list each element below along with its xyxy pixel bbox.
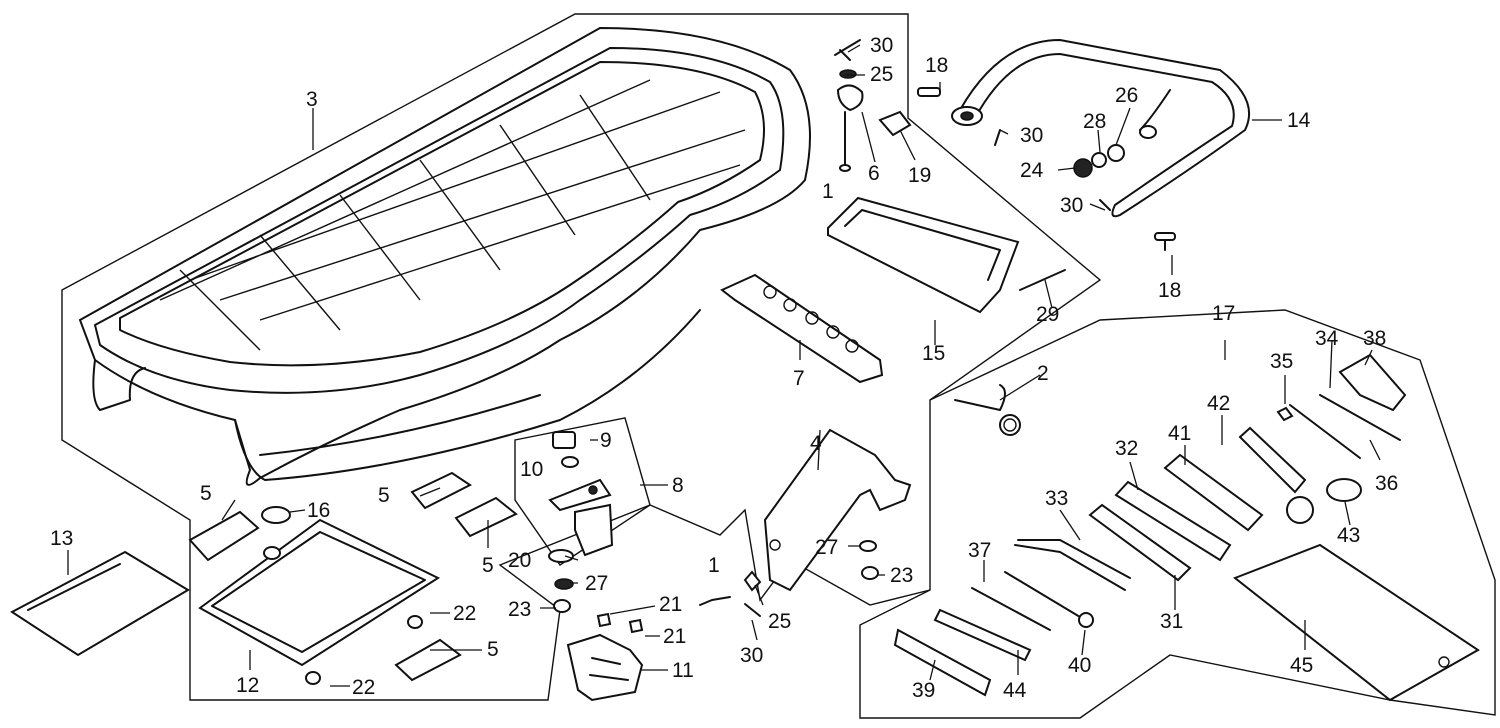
label-41: 41 <box>1168 422 1191 445</box>
plate-part <box>198 506 441 685</box>
leader-lines <box>67 44 1381 687</box>
label-15: 15 <box>922 342 945 365</box>
label-32: 32 <box>1115 437 1138 460</box>
label-25b: 25 <box>768 610 791 633</box>
label-24: 24 <box>1020 159 1044 182</box>
spring-part <box>954 384 1021 436</box>
label-9: 9 <box>600 429 612 452</box>
label-5d: 5 <box>487 638 499 661</box>
label-18a: 18 <box>925 54 948 77</box>
label-28: 28 <box>1083 110 1106 133</box>
hinge-hardware-part <box>834 39 912 172</box>
label-43: 43 <box>1337 524 1360 547</box>
catch-part <box>566 596 731 702</box>
label-19: 19 <box>908 164 931 187</box>
label-10: 10 <box>520 458 543 481</box>
label-30a: 30 <box>870 34 893 57</box>
lock-assembly-part <box>514 417 651 566</box>
part-labels: 1 1 2 3 4 5 5 5 5 6 7 8 9 10 11 12 13 14… <box>50 34 1398 702</box>
label-1b: 1 <box>708 554 720 577</box>
label-6: 6 <box>868 162 880 185</box>
label-40: 40 <box>1068 654 1091 677</box>
group-boundary <box>61 13 1102 701</box>
toolkit-boundary <box>859 309 1496 719</box>
hardware-rail-part <box>917 87 1176 251</box>
label-20: 20 <box>508 549 531 572</box>
label-21a: 21 <box>659 593 682 616</box>
label-22b: 22 <box>352 676 375 699</box>
label-44: 44 <box>1003 679 1027 702</box>
label-14: 14 <box>1287 109 1311 132</box>
tray-part <box>827 196 1066 314</box>
label-23b: 23 <box>890 564 913 587</box>
label-30b: 30 <box>1020 124 1043 147</box>
label-27b: 27 <box>815 536 838 559</box>
label-22a: 22 <box>453 602 476 625</box>
seat-part <box>78 26 811 486</box>
label-1a: 1 <box>822 180 834 203</box>
manual-part <box>10 550 190 657</box>
label-30d: 30 <box>740 644 763 667</box>
label-2: 2 <box>1037 362 1049 385</box>
label-26: 26 <box>1115 84 1138 107</box>
tools-part <box>893 353 1480 702</box>
label-11: 11 <box>672 659 694 682</box>
label-36: 36 <box>1375 472 1398 495</box>
label-5a: 5 <box>200 482 212 505</box>
label-23a: 23 <box>508 598 531 621</box>
label-7: 7 <box>793 367 805 390</box>
label-38: 38 <box>1363 327 1386 350</box>
label-35: 35 <box>1270 350 1293 373</box>
bracket-part <box>720 273 884 384</box>
label-5b: 5 <box>378 484 390 507</box>
label-27a: 27 <box>585 572 608 595</box>
label-31: 31 <box>1160 610 1183 633</box>
label-25a: 25 <box>870 63 893 86</box>
label-21b: 21 <box>663 625 686 648</box>
label-29: 29 <box>1036 303 1059 326</box>
label-33: 33 <box>1045 487 1068 510</box>
label-45: 45 <box>1290 654 1313 677</box>
label-8: 8 <box>672 474 684 497</box>
grab-rail-part <box>951 39 1250 218</box>
rubber-blocks-part <box>188 471 518 682</box>
label-3: 3 <box>306 88 318 111</box>
label-30c: 30 <box>1060 194 1083 217</box>
label-16: 16 <box>307 499 330 522</box>
label-34: 34 <box>1315 327 1339 350</box>
label-37: 37 <box>968 539 991 562</box>
washers-part <box>548 540 879 617</box>
label-5c: 5 <box>482 554 494 577</box>
label-39: 39 <box>912 679 935 702</box>
label-13: 13 <box>50 527 73 550</box>
label-42: 42 <box>1207 392 1230 415</box>
label-17: 17 <box>1212 302 1235 325</box>
label-18b: 18 <box>1158 279 1181 302</box>
label-4: 4 <box>810 432 822 455</box>
stay-part <box>763 428 912 592</box>
label-12: 12 <box>236 674 259 697</box>
